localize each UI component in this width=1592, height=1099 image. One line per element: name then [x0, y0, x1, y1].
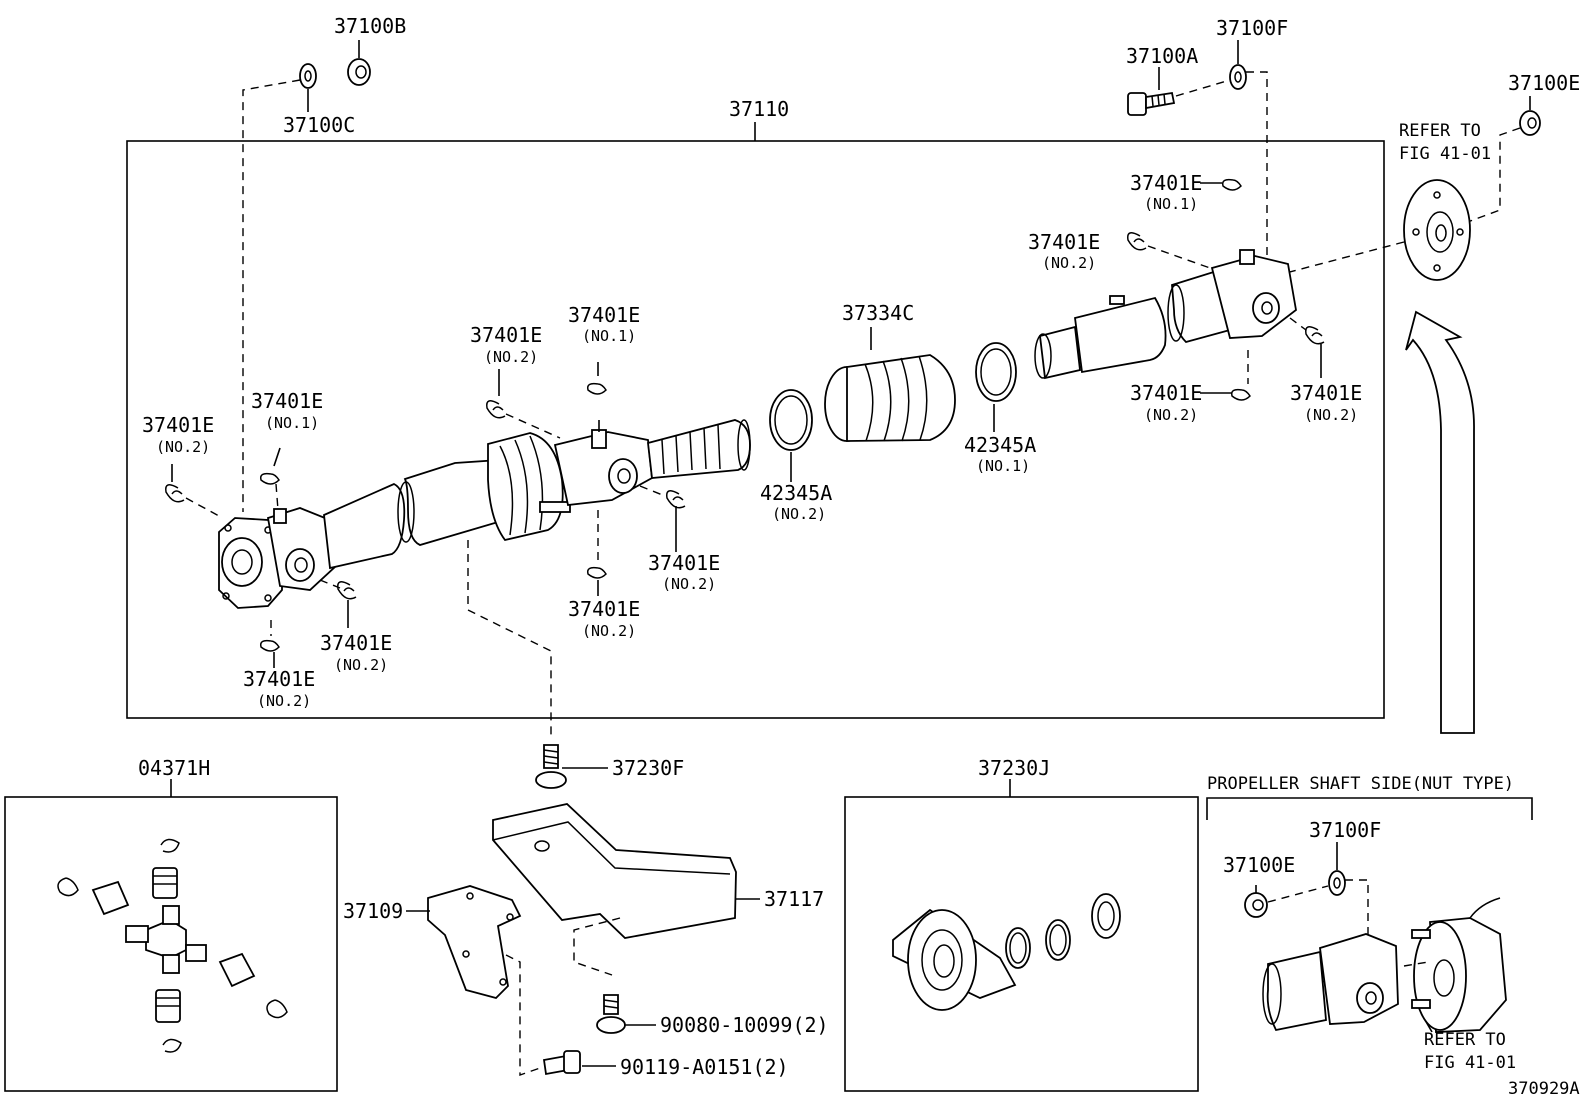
refer-note-top-line2: FIG 41-01 [1399, 144, 1491, 164]
refer-note-bottom-line1: REFER TO [1424, 1030, 1506, 1050]
direction-arrow [1405, 310, 1475, 734]
clip-label-code: 37401E [648, 551, 720, 575]
label-37117: 37117 [764, 887, 824, 911]
bearing-cup [91, 867, 256, 1023]
spline-shaft [647, 419, 751, 479]
label-42345A-no1: 42345A [964, 433, 1036, 457]
front-flange-yoke [218, 517, 283, 609]
clip-label-note: (NO.2) [484, 348, 538, 366]
rear-shaft-tube [1167, 268, 1232, 344]
bolt-37100A [1127, 91, 1176, 116]
snap-ring-42345A-no1 [975, 342, 1017, 402]
label-90080-10099: 90080-10099(2) [660, 1013, 829, 1037]
clip-label-code: 37401E [243, 667, 315, 691]
label-37230F: 37230F [612, 756, 684, 780]
refer-note-top-line1: REFER TO [1399, 121, 1481, 141]
label-37110: 37110 [729, 97, 789, 121]
label-37100C: 37100C [283, 113, 355, 137]
clip-label-code: 37401E [568, 303, 640, 327]
clip-label-code: 37401E [568, 597, 640, 621]
clip-label-note: (NO.2) [1042, 254, 1096, 272]
note-42345A-no1: (NO.1) [976, 457, 1030, 475]
inset-title: PROPELLER SHAFT SIDE(NUT TYPE) [1207, 774, 1514, 794]
snap-ring-42345A-no2 [769, 389, 813, 451]
bolt-90119-A0151 [542, 1050, 581, 1076]
clip-label-note: (NO.2) [582, 622, 636, 640]
label-37230J: 37230J [978, 756, 1050, 780]
clip-label-code: 37401E [251, 389, 323, 413]
snap-ring-icon [57, 838, 288, 1053]
bolt-37230F [535, 744, 567, 789]
inset-bracket [1206, 797, 1533, 820]
label-90119-A0151: 90119-A0151(2) [620, 1055, 789, 1079]
label-37100A: 37100A [1126, 44, 1198, 68]
center-bearing-kit-box [844, 796, 1199, 1092]
inset-companion-flange [1411, 897, 1507, 1033]
label-37100E-top: 37100E [1508, 71, 1580, 95]
washer-37100C [299, 63, 317, 89]
dust-boot-37334C [824, 354, 956, 442]
bolt-90080-10099 [596, 994, 626, 1034]
rear-sleeve-yoke [1034, 295, 1167, 380]
clip-label-code: 37401E [470, 323, 542, 347]
clip-label-code: 37401E [1130, 381, 1202, 405]
ring-icon [1005, 893, 1121, 969]
clip-label-note: (NO.1) [265, 414, 319, 432]
clip-label-note: (NO.2) [1304, 406, 1358, 424]
clip-label-note: (NO.1) [1144, 195, 1198, 213]
inset-washer-37100F [1328, 870, 1346, 896]
clip-label-note: (NO.2) [156, 438, 210, 456]
front-shaft-tube [323, 459, 506, 570]
washer-37100F-top [1229, 64, 1247, 90]
clip-label-note: (NO.1) [582, 327, 636, 345]
clip-label-code: 37401E [1290, 381, 1362, 405]
bracket-37117 [492, 803, 737, 939]
label-37109: 37109 [343, 899, 403, 923]
clip-label-code: 37401E [142, 413, 214, 437]
clip-label-note: (NO.2) [334, 656, 388, 674]
universal-joint-spider [125, 905, 207, 974]
clip-label-code: 37401E [320, 631, 392, 655]
clip-label-note: (NO.2) [257, 692, 311, 710]
inset-nut-37100E [1244, 892, 1268, 918]
clip-label-note: (NO.2) [1144, 406, 1198, 424]
center-universal-joint [487, 420, 653, 542]
diagram-id: 370929A [1508, 1079, 1580, 1099]
companion-flange [1403, 179, 1471, 281]
clip-icon [165, 178, 1325, 652]
note-42345A-no2: (NO.2) [772, 505, 826, 523]
label-37100B: 37100B [334, 14, 406, 38]
bracket-37109 [427, 885, 522, 1000]
nut-37100B [347, 58, 371, 86]
rear-universal-joint [1210, 249, 1297, 339]
center-support-bearing [892, 908, 1017, 1011]
label-37100F-top: 37100F [1216, 16, 1288, 40]
nut-37100E-top [1519, 110, 1541, 136]
label-04371H: 04371H [138, 756, 210, 780]
refer-note-bottom-line2: FIG 41-01 [1424, 1053, 1516, 1073]
clip-label-code: 37401E [1130, 171, 1202, 195]
clip-label-note: (NO.2) [662, 575, 716, 593]
label-42345A-no2: 42345A [760, 481, 832, 505]
inset-universal-joint [1262, 933, 1399, 1032]
clip-label-code: 37401E [1028, 230, 1100, 254]
label-37100F-inset: 37100F [1309, 818, 1381, 842]
label-37100E-inset: 37100E [1223, 853, 1295, 877]
label-37334C: 37334C [842, 301, 914, 325]
